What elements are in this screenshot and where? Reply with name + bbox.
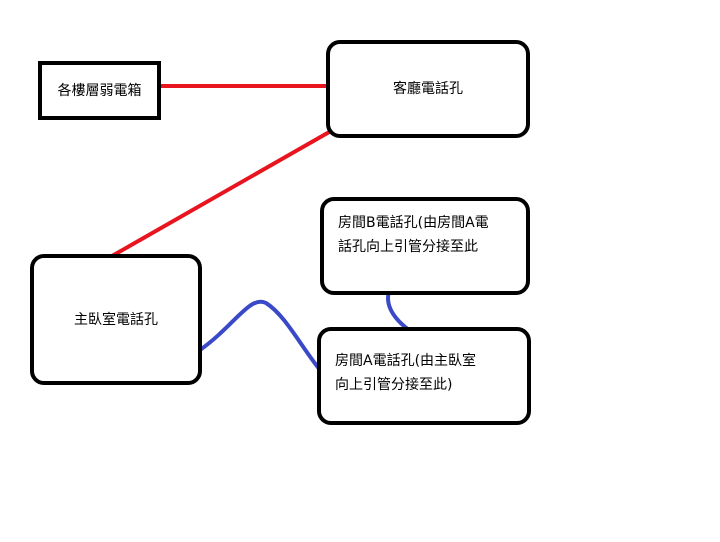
red-line-living-room-to-master-bedroom xyxy=(110,129,333,258)
room-b-phone-label-line2: 話孔向上引管分接至此 xyxy=(338,239,478,255)
living-room-phone-label: 客廳電話孔 xyxy=(393,81,463,97)
room-b-phone-node: 房間B電話孔(由房間A電 話孔向上引管分接至此 xyxy=(320,197,530,295)
weak-current-box-node: 各樓層弱電箱 xyxy=(38,61,161,120)
blue-line-master-bedroom-to-room-a xyxy=(198,299,322,372)
room-a-phone-label-line1: 房間A電話孔(由主臥室 xyxy=(335,353,477,369)
living-room-phone-node: 客廳電話孔 xyxy=(326,40,530,138)
room-a-phone-label-line2: 向上引管分接至此) xyxy=(335,377,453,393)
master-bedroom-phone-node: 主臥室電話孔 xyxy=(30,254,202,385)
weak-current-box-label: 各樓層弱電箱 xyxy=(57,82,142,99)
master-bedroom-phone-label: 主臥室電話孔 xyxy=(74,311,158,328)
room-a-phone-node: 房間A電話孔(由主臥室 向上引管分接至此) xyxy=(317,327,531,425)
room-b-phone-label-line1: 房間B電話孔(由房間A電 xyxy=(338,215,489,231)
